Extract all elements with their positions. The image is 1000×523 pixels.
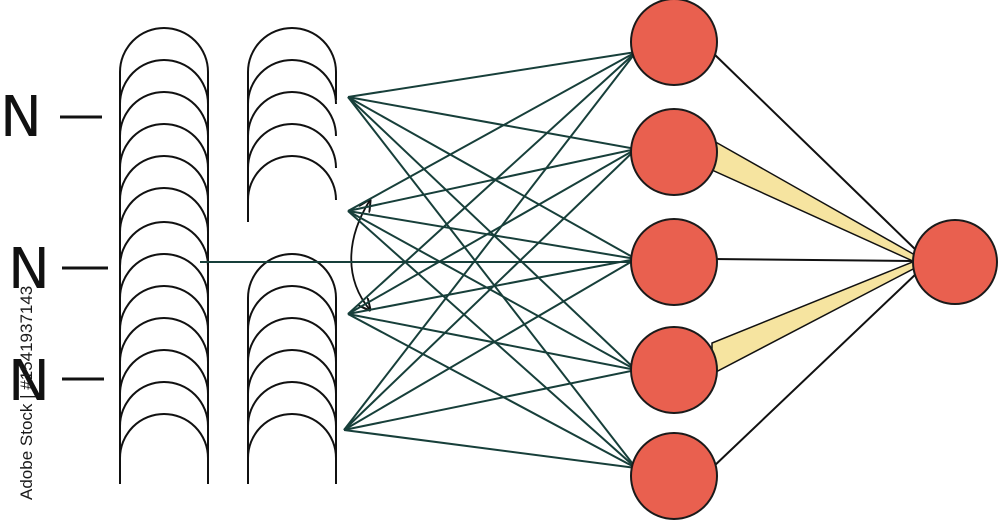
row-label-middle: N bbox=[8, 237, 50, 302]
hidden-node-5 bbox=[630, 432, 718, 520]
hidden-node-1 bbox=[630, 0, 718, 86]
output-node bbox=[912, 219, 998, 305]
hidden-node-3 bbox=[630, 218, 718, 306]
output-connections bbox=[711, 51, 919, 469]
input-arc-column-left bbox=[119, 27, 209, 484]
hidden-node-4 bbox=[630, 326, 718, 414]
input-arc-column-right-top bbox=[247, 27, 337, 222]
row-label-bottom: N bbox=[8, 349, 50, 414]
highlight-connection-lower bbox=[711, 259, 916, 376]
highlight-connection-upper bbox=[711, 138, 916, 264]
side-stock-text: Adobe Stock | #1541937143 bbox=[17, 286, 36, 500]
connection-edges bbox=[200, 51, 637, 469]
hidden-node-2 bbox=[630, 108, 718, 196]
row-label-top: N bbox=[0, 85, 42, 150]
input-arc-column-right-bottom bbox=[247, 253, 337, 484]
